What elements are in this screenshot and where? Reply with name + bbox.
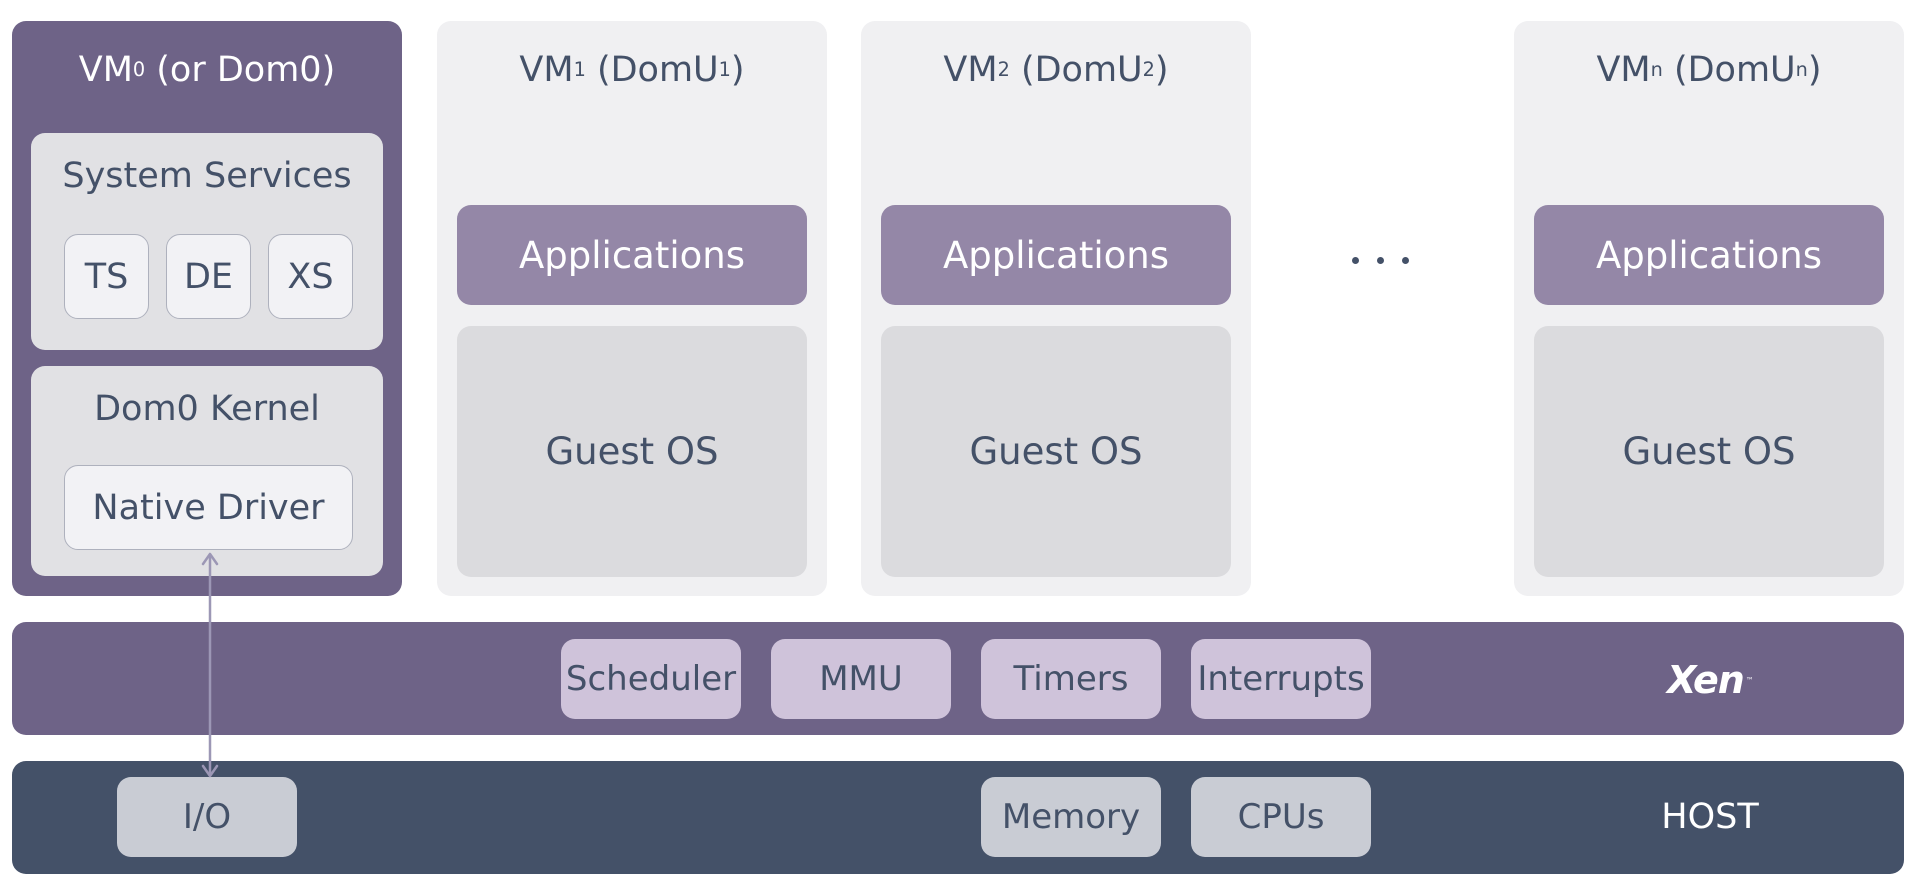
timers-box: Timers [981,639,1161,719]
vm1-title-main: VM [519,50,574,90]
system-services-title: System Services [62,156,352,196]
xen-logo-tm: ™ [1745,675,1754,685]
vmn-title-end: ) [1807,50,1822,90]
ts-box: TS [64,234,149,319]
memory-box: Memory [981,777,1161,857]
vm0-title-main: VM [78,50,133,90]
vm2-guest-os: Guest OS [881,326,1231,577]
vmn-title-main: VM [1596,50,1651,90]
vm2-title-main: VM [943,50,998,90]
vmn-applications: Applications [1534,205,1884,305]
vm1-applications: Applications [457,205,807,305]
interrupts-box: Interrupts [1191,639,1371,719]
xen-logo-text: Xen [1667,658,1745,702]
xs-box: XS [268,234,353,319]
mmu-box: MMU [771,639,951,719]
vm1-title-end: ) [730,50,745,90]
vm0-title-rest: (or Dom0) [145,50,336,90]
de-box: DE [166,234,251,319]
hypervisor-bar [12,622,1904,735]
dot-icon [1401,256,1409,264]
vmn-title-mid: (DomU [1662,50,1796,90]
dot-icon [1376,256,1384,264]
double-arrow-icon [201,552,219,778]
vm1-title-mid: (DomU [585,50,719,90]
native-driver-box: Native Driver [64,465,353,550]
host-label: HOST [1661,797,1759,837]
vm1-guest-os: Guest OS [457,326,807,577]
dom0-kernel-title: Dom0 Kernel [94,389,320,429]
io-box: I/O [117,777,297,857]
scheduler-box: Scheduler [561,639,741,719]
vmn-guest-os: Guest OS [1534,326,1884,577]
cpus-box: CPUs [1191,777,1371,857]
vm2-applications: Applications [881,205,1231,305]
host-bar [12,761,1904,874]
vm2-title-mid: (DomU [1009,50,1143,90]
vm2-title-end: ) [1154,50,1169,90]
dot-icon [1351,256,1359,264]
ellipsis-icon [1330,240,1430,280]
